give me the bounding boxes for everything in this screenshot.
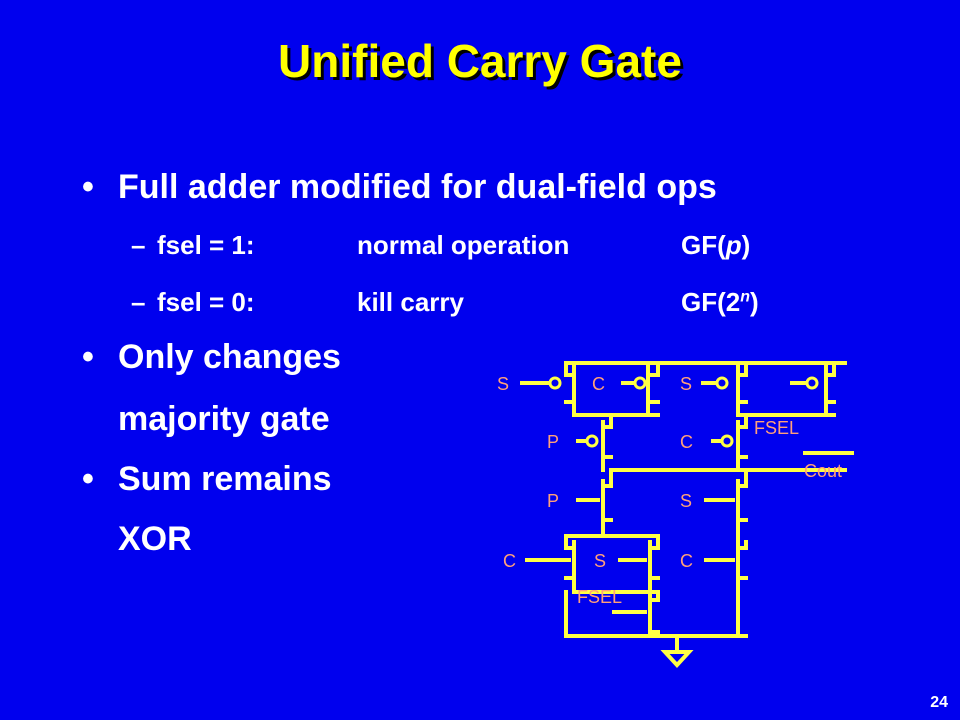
bubble-c1 <box>633 376 647 390</box>
label-s4: S <box>594 551 606 571</box>
label-p2: P <box>547 491 559 511</box>
pmos-bubbles <box>548 376 819 448</box>
bullet-continuation-xor: XOR <box>118 520 192 558</box>
bullet-text: Only changes <box>118 338 341 376</box>
sub-bullet-desc: normal operation <box>357 230 570 260</box>
field-suffix: ) <box>750 287 759 317</box>
sub-bullet-field: GF(2n) <box>681 287 759 318</box>
pmos-fsel-top <box>824 361 836 417</box>
field-suffix: ) <box>741 230 751 260</box>
label-c3: C <box>503 551 516 571</box>
label-p1: P <box>547 432 559 452</box>
pmos-s-top <box>564 361 660 417</box>
label-s3: S <box>680 491 692 511</box>
pmos-c-right <box>736 413 748 472</box>
bubble-s1 <box>548 376 562 390</box>
field-var: n <box>740 288 751 306</box>
bullet-full-adder: • Full adder modified for dual-field ops <box>82 168 717 207</box>
bullet-text: Sum remains <box>118 460 332 498</box>
ground-symbol <box>660 650 694 668</box>
label-cout: Cout <box>804 461 842 481</box>
bullet-text: Full adder modified for dual-field ops <box>118 168 717 206</box>
sub-bullet-fsel-0: – fsel = 0: kill carry GF(2n) <box>131 287 759 318</box>
label-fsel-bottom: FSEL <box>577 587 622 607</box>
sub-bullet-label: fsel = 1: <box>157 230 255 260</box>
pmos-s-right <box>736 361 836 417</box>
label-c4: C <box>680 551 693 571</box>
field-prefix: GF( <box>681 230 726 260</box>
sub-bullet-label: fsel = 0: <box>157 287 255 317</box>
sub-bullet-field: GF(p) <box>681 230 750 261</box>
nmos-c-bottom <box>564 534 660 594</box>
bullet-sum-remains: • Sum remains <box>82 460 332 499</box>
label-c1: C <box>592 374 605 394</box>
sub-bullet-desc: kill carry <box>357 287 464 317</box>
circuit-wires <box>520 361 854 652</box>
bullet-dot: • <box>82 168 94 206</box>
bullet-continuation-majority: majority gate <box>118 400 330 438</box>
label-s2: S <box>680 374 692 394</box>
pmos-p-top <box>601 413 613 472</box>
sub-bullet-fsel-1: – fsel = 1: normal operation GF(p) <box>131 230 750 261</box>
label-c2: C <box>680 432 693 452</box>
bullet-dot: • <box>82 338 94 376</box>
bullet-dot: • <box>82 460 94 498</box>
bubble-fsel <box>805 376 819 390</box>
label-fsel-top: FSEL <box>754 418 799 438</box>
bubble-c2 <box>720 434 734 448</box>
label-s1: S <box>497 374 509 394</box>
sub-bullet-dash: – <box>131 287 146 317</box>
pmos-c-top <box>646 361 660 417</box>
field-var: p <box>725 230 742 260</box>
bubble-p1 <box>585 434 599 448</box>
slide-title: Unified Carry Gate <box>278 35 682 87</box>
page-number: 24 <box>930 694 948 711</box>
sub-bullet-dash: – <box>131 230 146 260</box>
nmos-s-right <box>736 468 748 638</box>
nmos-s-bottom <box>648 534 660 594</box>
nmos-c-right <box>736 540 748 580</box>
nmos-p <box>601 468 613 538</box>
bullet-only-changes: • Only changes <box>82 338 341 377</box>
bubble-s2 <box>715 376 729 390</box>
field-prefix: GF(2 <box>681 287 741 317</box>
ground-rail <box>564 634 748 652</box>
